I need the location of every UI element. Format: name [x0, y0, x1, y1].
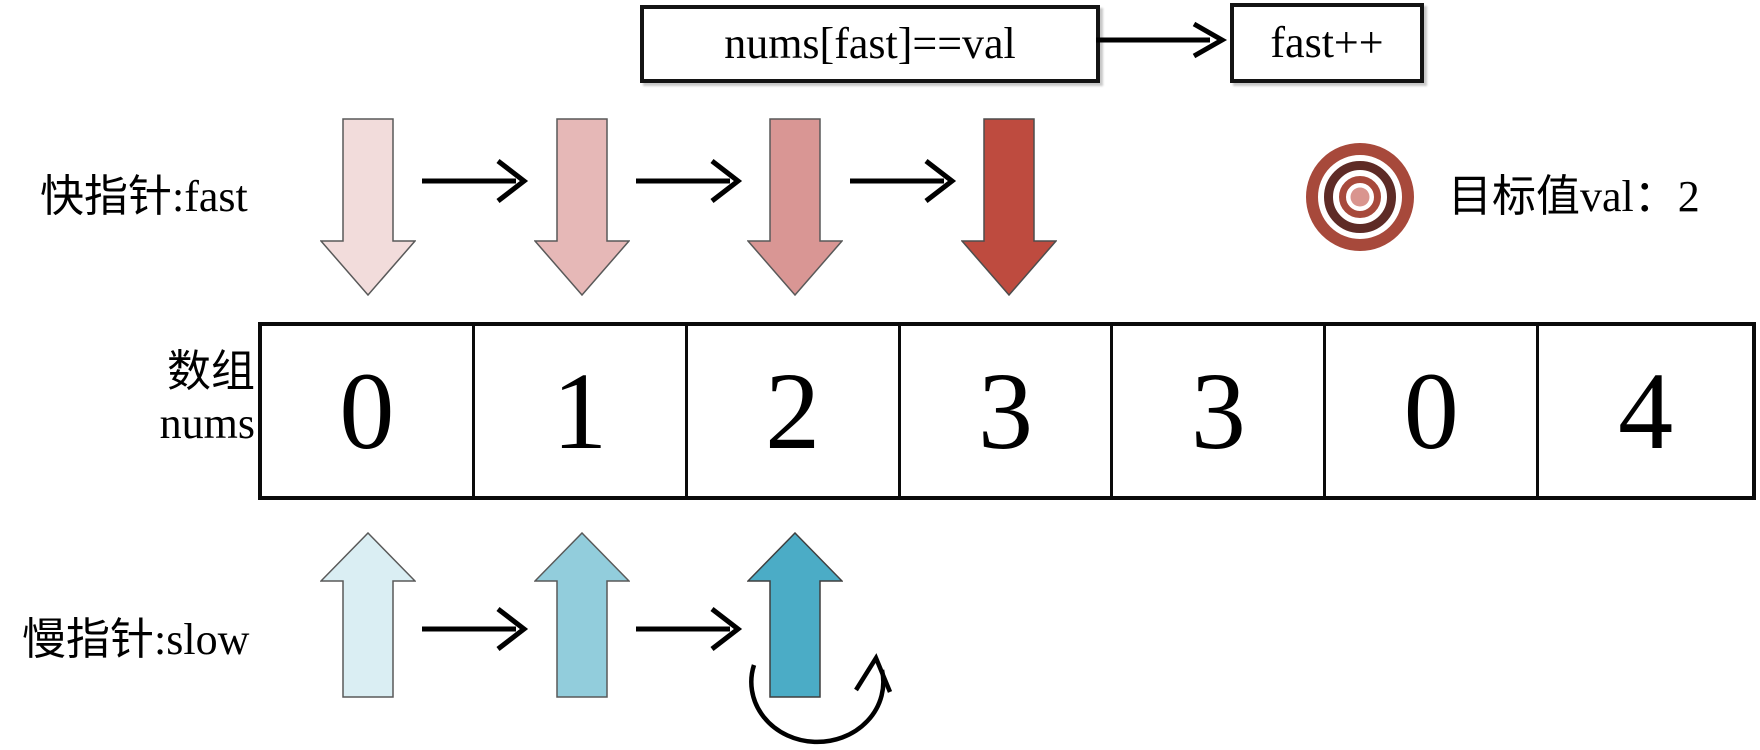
nums-array: 0 1 2 3 3 0 4 [258, 322, 1756, 500]
action-label: fast++ [1270, 18, 1384, 67]
array-cell-5: 0 [1326, 326, 1540, 496]
fast-pointer-label: 快指针:fast [40, 172, 248, 221]
fast-arrow-step2-icon [534, 118, 630, 296]
condition-box: nums[fast]==val [640, 5, 1100, 83]
fast-step-arrow-icon [422, 159, 529, 203]
array-cell-1: 1 [475, 326, 688, 496]
fast-step-arrow-icon [636, 159, 743, 203]
action-box: fast++ [1230, 3, 1424, 83]
slow-arrow-step2-icon [534, 532, 630, 698]
fast-step-arrow-icon [850, 159, 957, 203]
loop-arrow-icon [749, 653, 893, 745]
array-cell-6: 4 [1618, 350, 1674, 472]
target-value-label: 目标值val：2 [1448, 172, 1700, 221]
fast-arrow-step1-icon [320, 118, 416, 296]
array-label-line2: nums [159, 399, 255, 448]
array-cell-3: 3 [901, 326, 1114, 496]
array-cell-2: 2 [688, 326, 901, 496]
slow-step-arrow-icon [636, 607, 743, 651]
slow-arrow-step1-icon [320, 532, 416, 698]
condition-label: nums[fast]==val [724, 19, 1016, 68]
slow-pointer-label: 慢指针:slow [22, 615, 250, 664]
slow-arrow-step3-icon [747, 532, 843, 698]
array-cell-0: 0 [262, 326, 475, 496]
array-label-line1: 数组 [167, 347, 255, 396]
flow-arrow-icon [1096, 21, 1228, 59]
fast-arrow-step4-icon [961, 118, 1057, 296]
slow-step-arrow-icon [422, 607, 529, 651]
array-label: 数组 nums [60, 346, 255, 450]
fast-arrow-step3-icon [747, 118, 843, 296]
array-cell-4: 3 [1113, 326, 1327, 496]
bullseye-target-icon [1306, 143, 1414, 251]
